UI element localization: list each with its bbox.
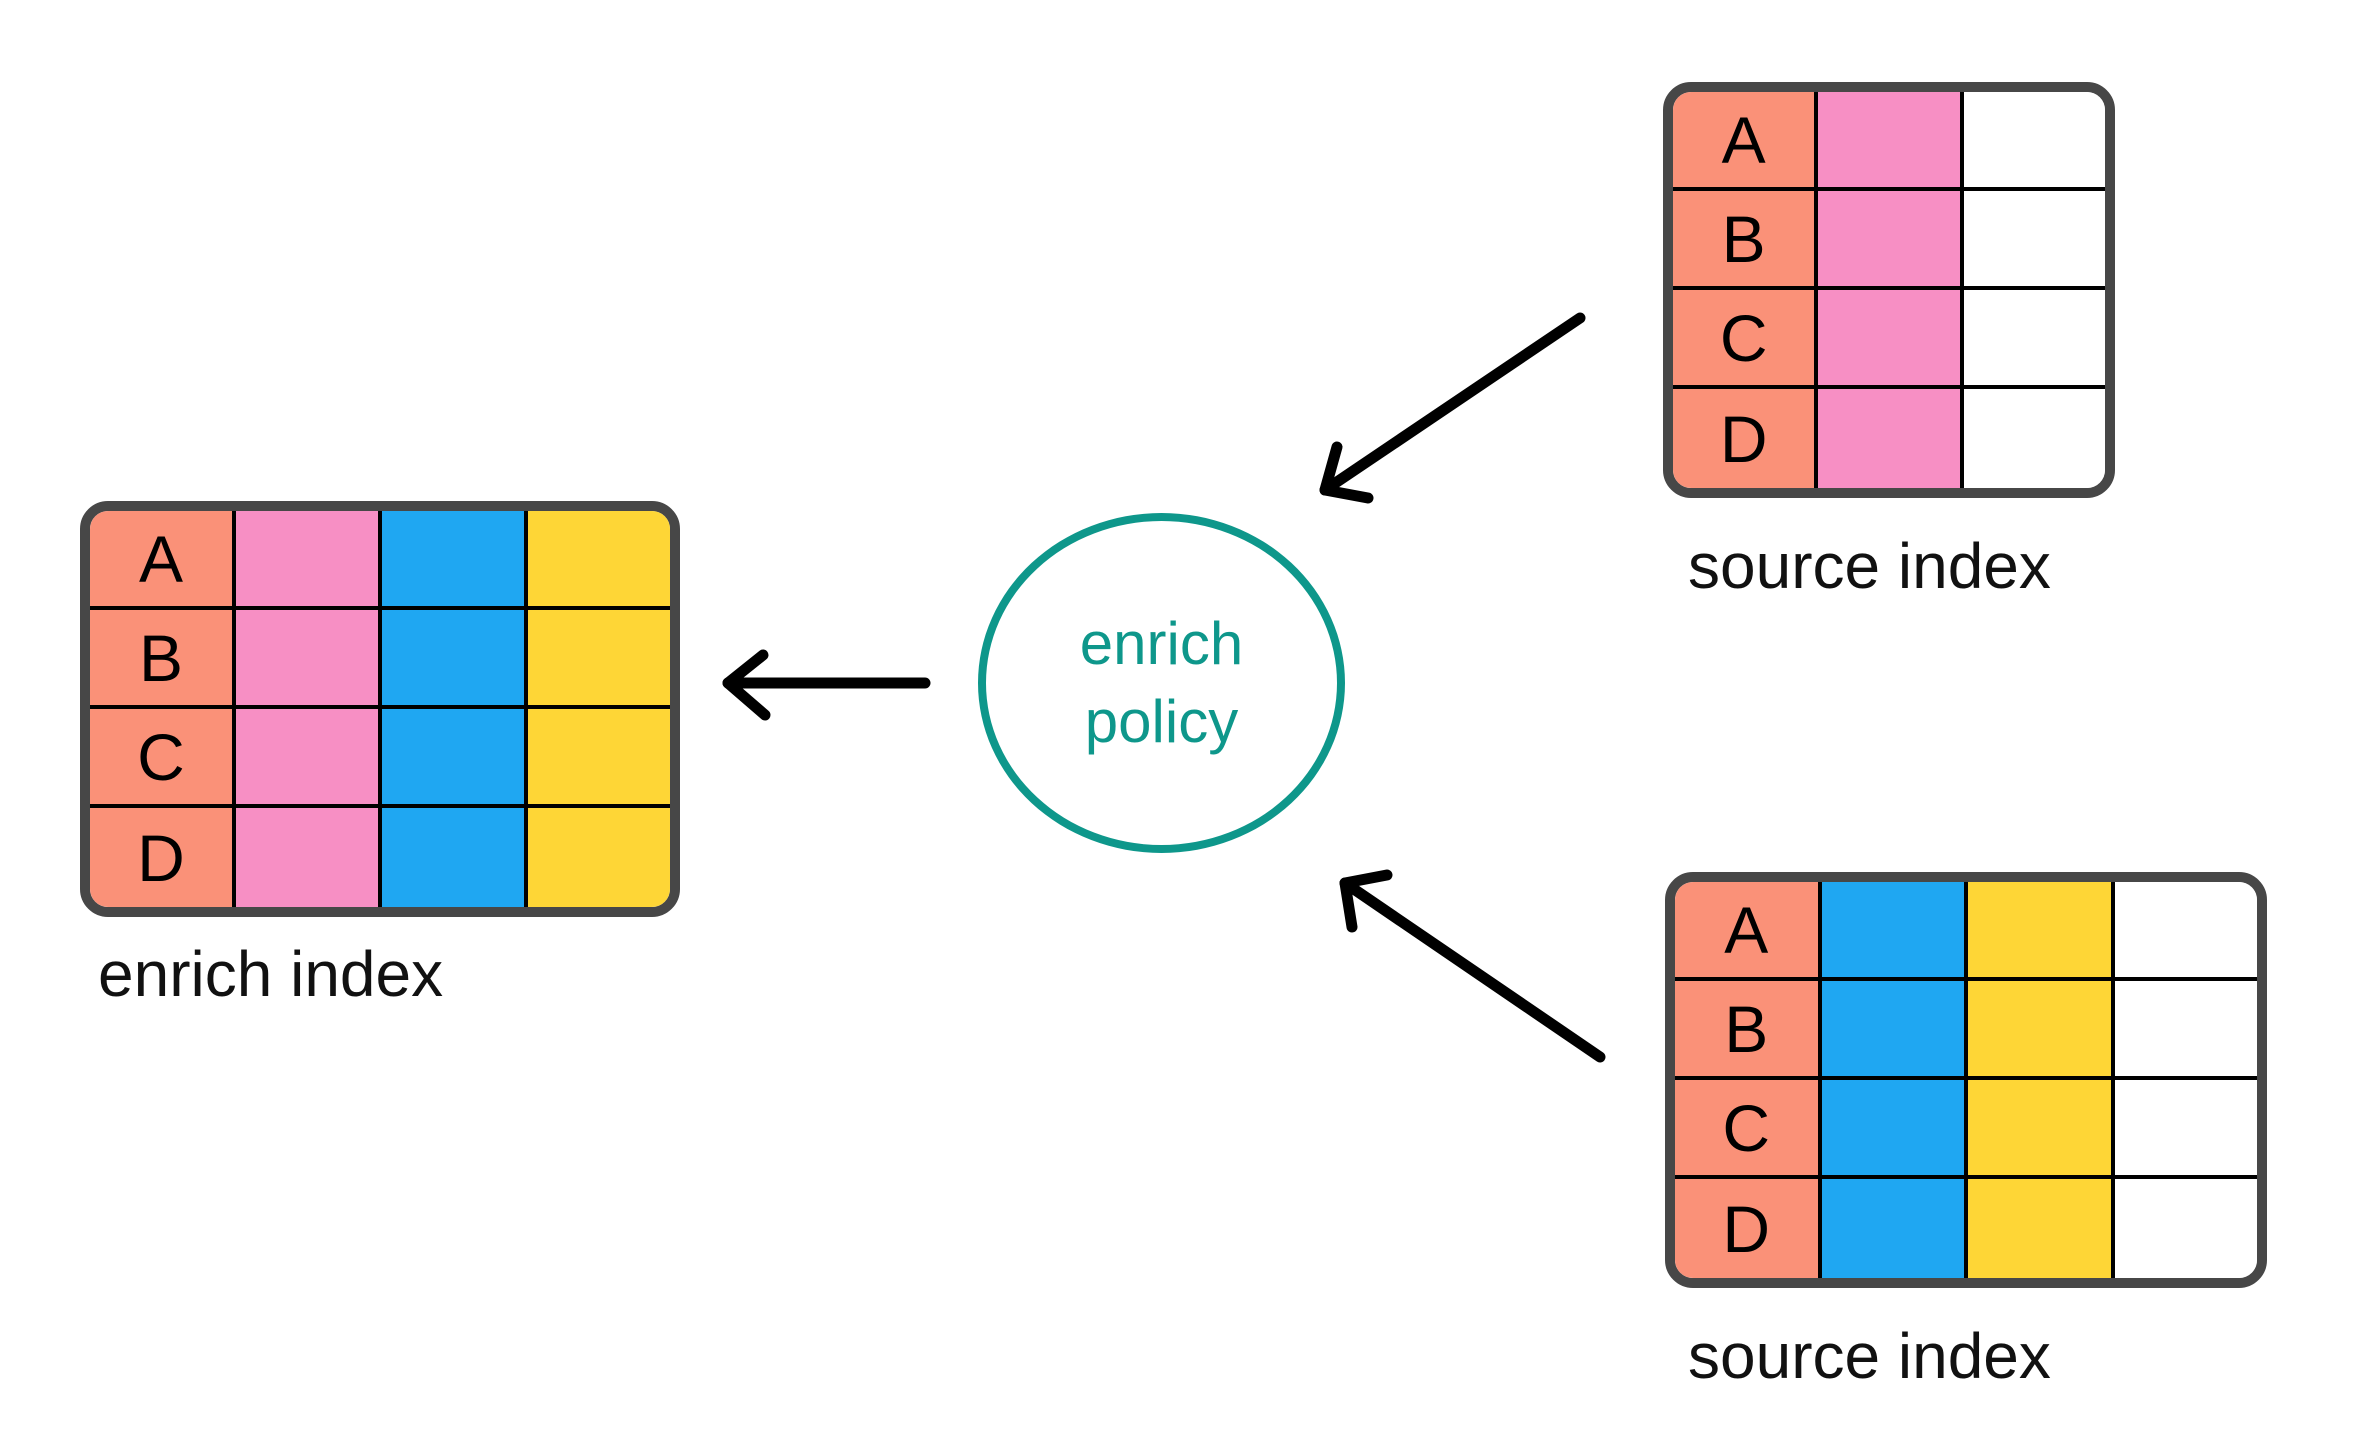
source-index-top-label: source index	[1688, 530, 2051, 602]
value-cell	[1968, 1179, 2115, 1278]
row-letter: D	[1719, 401, 1768, 476]
value-cell	[236, 610, 382, 709]
value-cell	[1963, 191, 2105, 290]
row-letter: B	[1724, 991, 1769, 1066]
row-key-cell: B	[1673, 191, 1819, 290]
arrow-policy-to-enrich-index	[722, 649, 931, 721]
value-cell	[2114, 1179, 2257, 1278]
value-cell	[1963, 389, 2105, 488]
value-cell	[1963, 92, 2105, 191]
table-row: C	[1673, 290, 2105, 389]
value-cell	[528, 511, 670, 610]
table-row: D	[1673, 389, 2105, 488]
row-key-cell: A	[1675, 882, 1822, 981]
value-cell	[1821, 1080, 1968, 1179]
value-cell	[236, 709, 382, 808]
value-cell	[528, 709, 670, 808]
table-row: B	[1675, 981, 2257, 1080]
row-letter: A	[1721, 102, 1766, 177]
row-letter: B	[138, 620, 184, 695]
value-cell	[236, 511, 382, 610]
table-row: D	[90, 808, 670, 907]
value-cell	[1818, 92, 1964, 191]
row-key-cell: A	[1673, 92, 1819, 191]
value-cell	[236, 808, 382, 907]
value-cell	[528, 808, 670, 907]
value-cell	[2114, 1080, 2257, 1179]
value-cell	[1818, 191, 1964, 290]
enrich-policy-label-line1: enrich	[1079, 610, 1244, 677]
arrow-source-bottom-to-policy	[1339, 869, 1606, 1063]
row-key-cell: D	[90, 808, 236, 907]
row-key-cell: C	[1673, 290, 1819, 389]
value-cell	[382, 808, 528, 907]
value-cell	[1821, 882, 1968, 981]
value-cell	[1963, 290, 2105, 389]
row-letter: C	[1719, 300, 1768, 375]
value-cell	[1818, 389, 1964, 488]
table-row: C	[90, 709, 670, 808]
table-row: D	[1675, 1179, 2257, 1278]
row-letter: D	[1722, 1191, 1771, 1266]
row-letter: A	[1724, 892, 1769, 967]
row-letter: D	[137, 820, 185, 895]
value-cell	[528, 610, 670, 709]
table-row: C	[1675, 1080, 2257, 1179]
enrich-index-label: enrich index	[98, 938, 444, 1010]
table-row: A	[1673, 92, 2105, 191]
enrich-policy-circle: enrich policy	[978, 513, 1345, 853]
value-cell	[1821, 1179, 1968, 1278]
enrich-policy-label-line2: policy	[1084, 688, 1239, 755]
value-cell	[2114, 882, 2257, 981]
row-letter: C	[1722, 1090, 1771, 1165]
table-row: B	[90, 610, 670, 709]
table-row: A	[1675, 882, 2257, 981]
row-letter: C	[137, 719, 185, 794]
row-key-cell: D	[1673, 389, 1819, 488]
row-letter: B	[1721, 201, 1766, 276]
value-cell	[1968, 1080, 2115, 1179]
row-key-cell: D	[1675, 1179, 1822, 1278]
table-row: A	[90, 511, 670, 610]
value-cell	[382, 610, 528, 709]
row-key-cell: A	[90, 511, 236, 610]
row-letter: A	[138, 521, 184, 596]
table-row: B	[1673, 191, 2105, 290]
value-cell	[382, 511, 528, 610]
row-key-cell: B	[1675, 981, 1822, 1080]
value-cell	[1968, 882, 2115, 981]
value-cell	[2114, 981, 2257, 1080]
value-cell	[1968, 981, 2115, 1080]
source-index-bottom-label: source index	[1688, 1320, 2051, 1392]
arrow-source-top-to-policy	[1319, 312, 1586, 504]
row-key-cell: C	[90, 709, 236, 808]
value-cell	[1821, 981, 1968, 1080]
value-cell	[382, 709, 528, 808]
row-key-cell: C	[1675, 1080, 1822, 1179]
row-key-cell: B	[90, 610, 236, 709]
value-cell	[1818, 290, 1964, 389]
